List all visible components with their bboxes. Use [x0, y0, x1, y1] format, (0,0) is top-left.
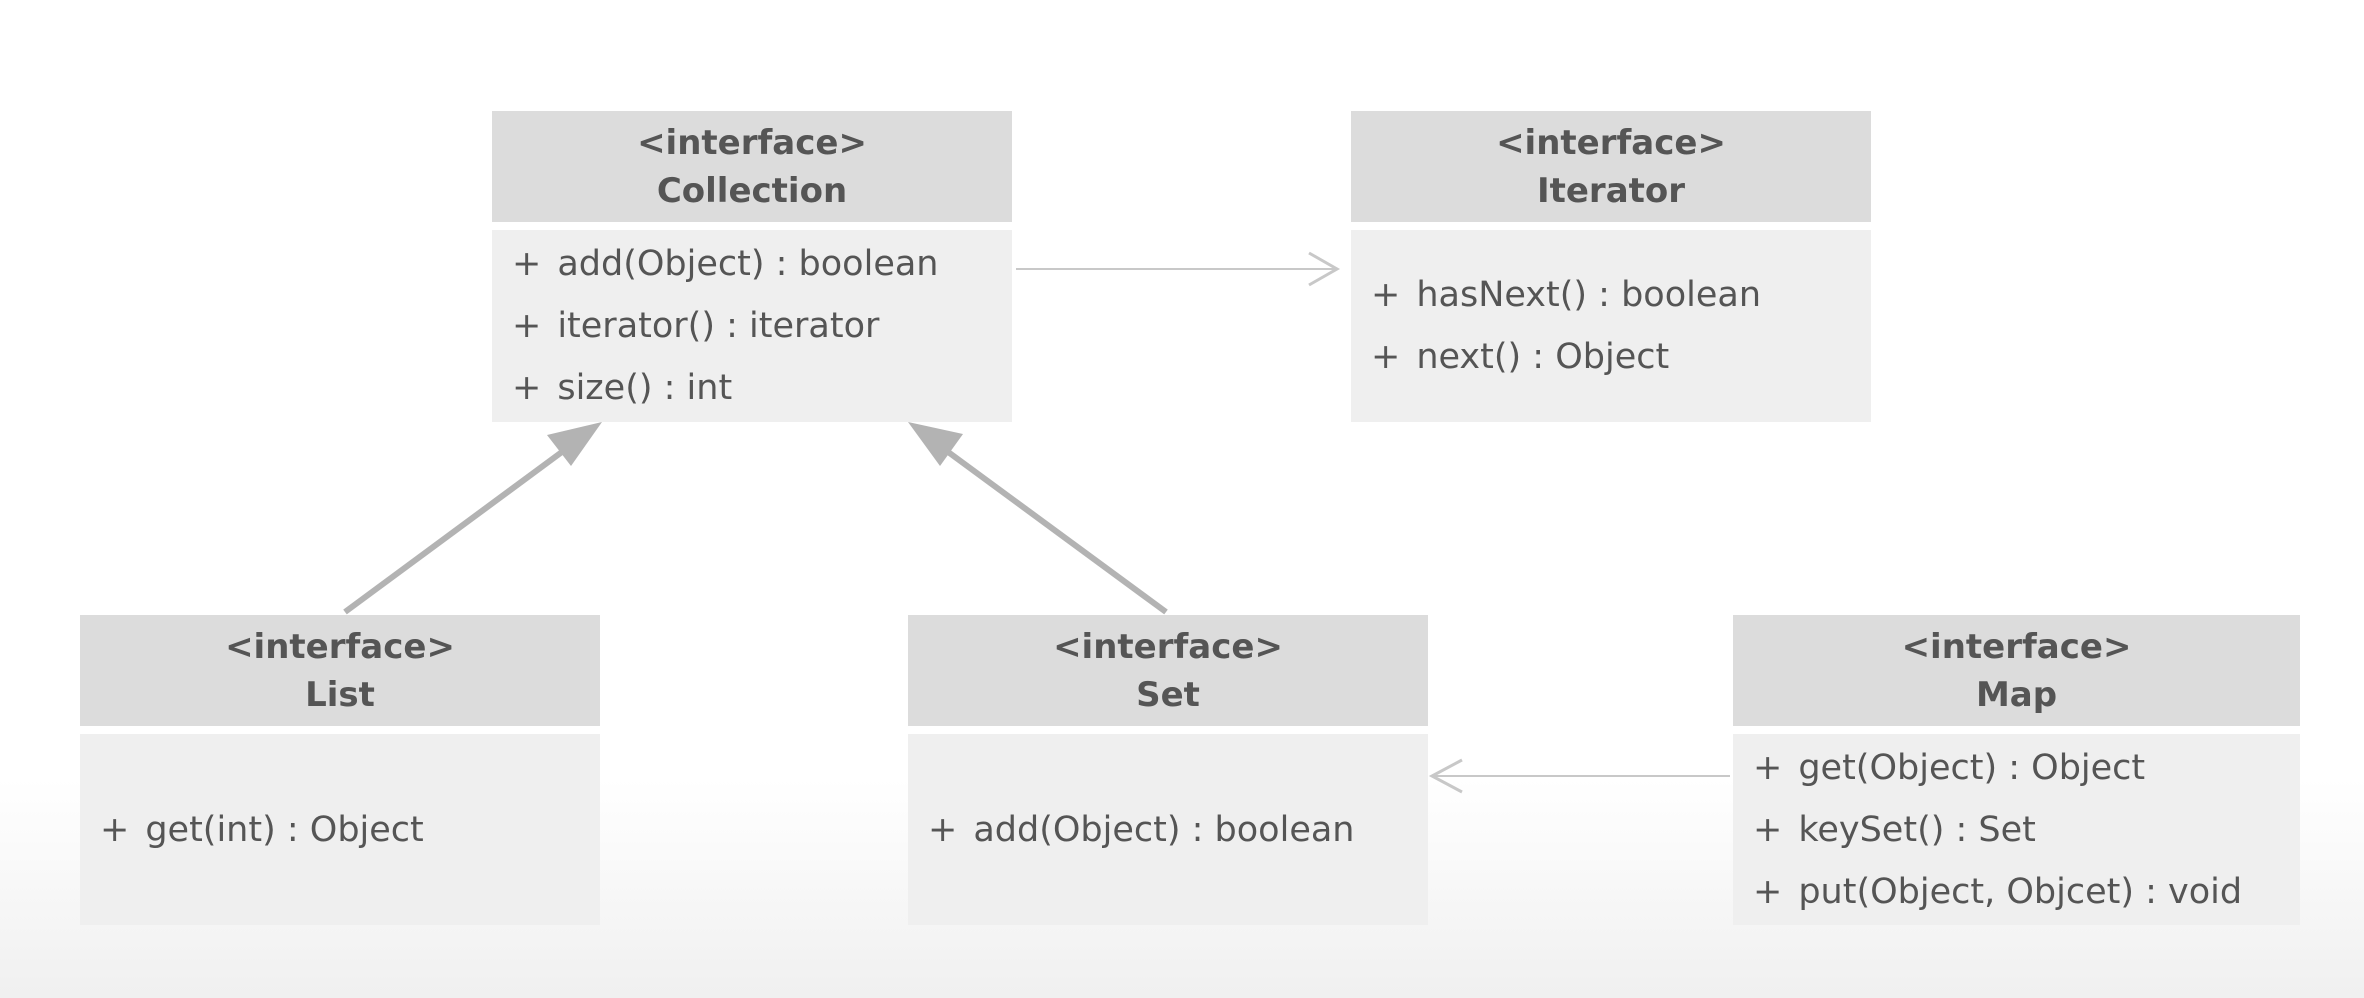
public-sign: + [512, 244, 542, 284]
method-list: + add(Object) : boolean + iterator() : ite… [492, 230, 1012, 422]
method-signature: get(int) : Object [145, 809, 424, 850]
public-sign: + [100, 809, 130, 850]
method-signature: get(Object) : Object [1798, 747, 2146, 788]
interface-header: <interface> List [80, 615, 600, 726]
public-sign: + [928, 809, 958, 850]
public-sign: + [512, 368, 542, 408]
public-sign: + [512, 306, 542, 346]
set-to-collection-line [938, 443, 1168, 615]
method-list: + hasNext() : boolean + next() : Object [1351, 230, 1871, 422]
method-item: + next() : Object [1371, 326, 1871, 388]
interface-iterator: <interface> Iterator + hasNext() : boolea… [1351, 111, 1871, 422]
interface-list: <interface> List + get(int) : Object [80, 615, 600, 925]
method-signature: hasNext() : boolean [1416, 275, 1762, 315]
method-signature: add(Object) : boolean [557, 244, 939, 284]
interface-header: <interface> Map [1733, 615, 2300, 726]
method-item: + iterator() : iterator [512, 295, 1012, 357]
stereotype-label: <interface> [225, 626, 455, 667]
interface-header: <interface> Set [908, 615, 1428, 726]
method-item: + hasNext() : boolean [1371, 264, 1871, 326]
method-item: + add(Object) : boolean [928, 799, 1428, 861]
interface-set: <interface> Set + add(Object) : boolean [908, 615, 1428, 925]
interface-name: Set [1136, 674, 1200, 715]
method-list: + add(Object) : boolean [908, 734, 1428, 925]
interface-name: Collection [656, 170, 848, 211]
method-item: + get(Object) : Object [1753, 737, 2300, 799]
stereotype-label: <interface> [1901, 626, 2132, 667]
method-item: + get(int) : Object [100, 799, 600, 861]
list-to-collection-line [343, 443, 572, 615]
method-item: + size() : int [512, 357, 1012, 419]
method-list: + get(int) : Object [80, 734, 600, 925]
stereotype-label: <interface> [1053, 626, 1283, 667]
method-list: + get(Object) : Object + keySet() : Set + p… [1733, 734, 2300, 925]
interface-header: <interface> Iterator [1351, 111, 1871, 222]
method-signature: size() : int [557, 368, 733, 408]
public-sign: + [1371, 337, 1401, 377]
interface-header: <interface> Collection [492, 111, 1012, 222]
method-signature: iterator() : iterator [557, 306, 880, 346]
method-signature: next() : Object [1416, 337, 1670, 377]
public-sign: + [1753, 809, 1783, 850]
stereotype-label: <interface> [1496, 122, 1726, 163]
set-to-collection-arrowhead [908, 422, 963, 466]
collection-to-iterator-arrowhead [1308, 251, 1341, 287]
interface-name: Iterator [1536, 170, 1686, 211]
list-to-collection-arrowhead [547, 422, 602, 466]
public-sign: + [1371, 275, 1401, 315]
interface-name: Map [1975, 674, 2058, 715]
map-to-set-arrowhead [1428, 758, 1463, 794]
public-sign: + [1753, 871, 1783, 912]
method-item: + put(Object, Objcet) : void [1753, 861, 2300, 923]
method-item: + add(Object) : boolean [512, 233, 1012, 295]
method-signature: keySet() : Set [1798, 809, 2036, 850]
stereotype-label: <interface> [637, 122, 867, 163]
method-item: + keySet() : Set [1753, 799, 2300, 861]
method-signature: add(Object) : boolean [973, 809, 1355, 850]
method-signature: put(Object, Objcet) : void [1798, 871, 2243, 912]
interface-map: <interface> Map + get(Object) : Object + k… [1733, 615, 2300, 925]
interface-collection: <interface> Collection + add(Object) : bo… [492, 111, 1012, 422]
interface-name: List [305, 674, 375, 715]
public-sign: + [1753, 747, 1783, 788]
